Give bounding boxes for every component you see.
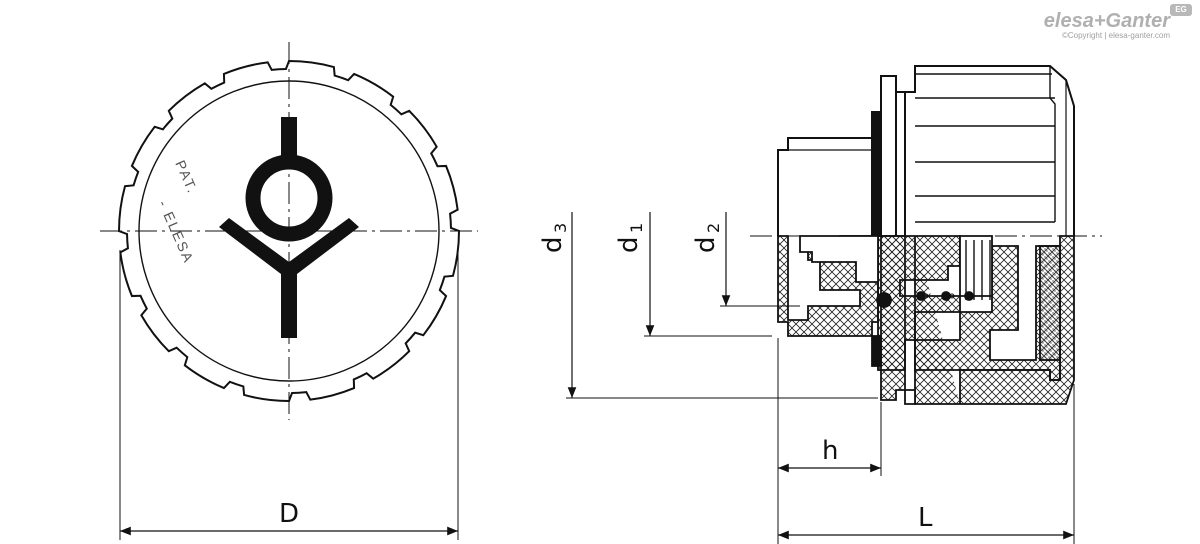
flow-symbol	[219, 117, 359, 338]
dim-label-d2: d	[691, 236, 721, 253]
knurled-outer-ring	[117, 59, 461, 403]
brand-name: elesa+Ganter	[1043, 10, 1170, 32]
brand-logo: elesa+Ganter ©Copyright | elesa-ganter.c…	[1043, 4, 1192, 40]
front-view: PAT. - ELESA D	[100, 42, 478, 540]
dim-label-D: D	[279, 499, 299, 529]
side-section-view: d 3 d 1 d 2 h L	[538, 65, 1102, 544]
dim-label-d2-sub: 2	[704, 223, 723, 233]
engraving-line-2: - ELESA	[155, 198, 197, 266]
dim-label-L: L	[918, 503, 933, 533]
dim-label-h: h	[822, 436, 838, 466]
dim-label-d3-sub: 3	[551, 223, 570, 233]
face-circle	[138, 80, 440, 382]
dim-label-d3: d	[538, 236, 568, 253]
brand-copyright: ©Copyright | elesa-ganter.com	[1061, 31, 1170, 40]
dim-label-d1: d	[614, 236, 644, 253]
dim-label-d1-sub: 1	[627, 223, 646, 233]
brand-badge: EG	[1170, 4, 1192, 16]
upper-external-half	[777, 65, 1075, 237]
lower-section-half	[777, 235, 1075, 405]
engraving-line-1: PAT.	[172, 158, 201, 197]
